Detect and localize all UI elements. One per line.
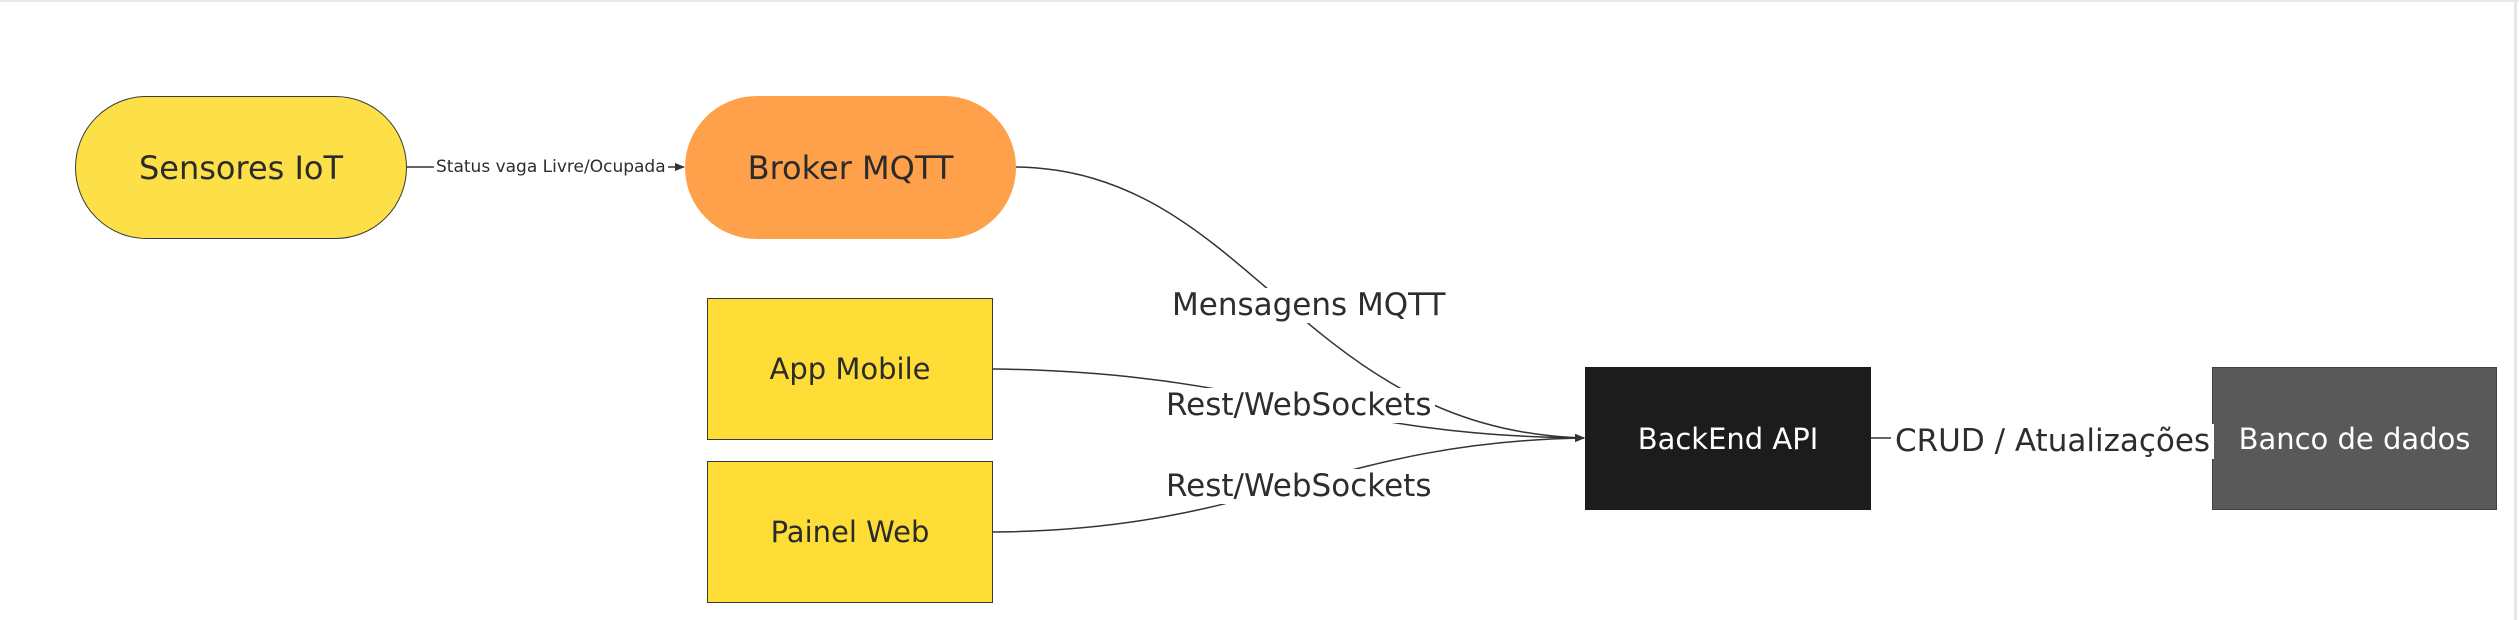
node-app-mobile[interactable]: App Mobile xyxy=(707,298,993,440)
edge-label-crud: CRUD / Atualizações xyxy=(1891,424,2215,459)
node-painel-web[interactable]: Painel Web xyxy=(707,461,993,603)
node-backend-api[interactable]: BackEnd API xyxy=(1585,367,1871,510)
node-broker-mqtt[interactable]: Broker MQTT xyxy=(685,96,1016,239)
edge-label-rest-painel: Rest/WebSockets xyxy=(1162,469,1436,504)
node-app-mobile-label: App Mobile xyxy=(769,352,931,386)
edge-label-rest-app: Rest/WebSockets xyxy=(1162,388,1436,423)
node-sensores-iot-label: Sensores IoT xyxy=(138,148,344,187)
canvas-right-border xyxy=(2514,0,2517,620)
edge-label-mensagens-mqtt: Mensagens MQTT xyxy=(1168,288,1450,323)
edge-label-status-vaga: Status vaga Livre/Ocupada xyxy=(434,157,668,178)
canvas-top-border xyxy=(0,0,2519,2)
node-backend-api-label: BackEnd API xyxy=(1637,421,1819,456)
node-painel-web-label: Painel Web xyxy=(770,515,930,549)
node-banco-de-dados[interactable]: Banco de dados xyxy=(2212,367,2497,510)
node-banco-de-dados-label: Banco de dados xyxy=(2238,421,2471,456)
node-sensores-iot[interactable]: Sensores IoT xyxy=(75,96,407,239)
node-broker-mqtt-label: Broker MQTT xyxy=(747,148,954,187)
